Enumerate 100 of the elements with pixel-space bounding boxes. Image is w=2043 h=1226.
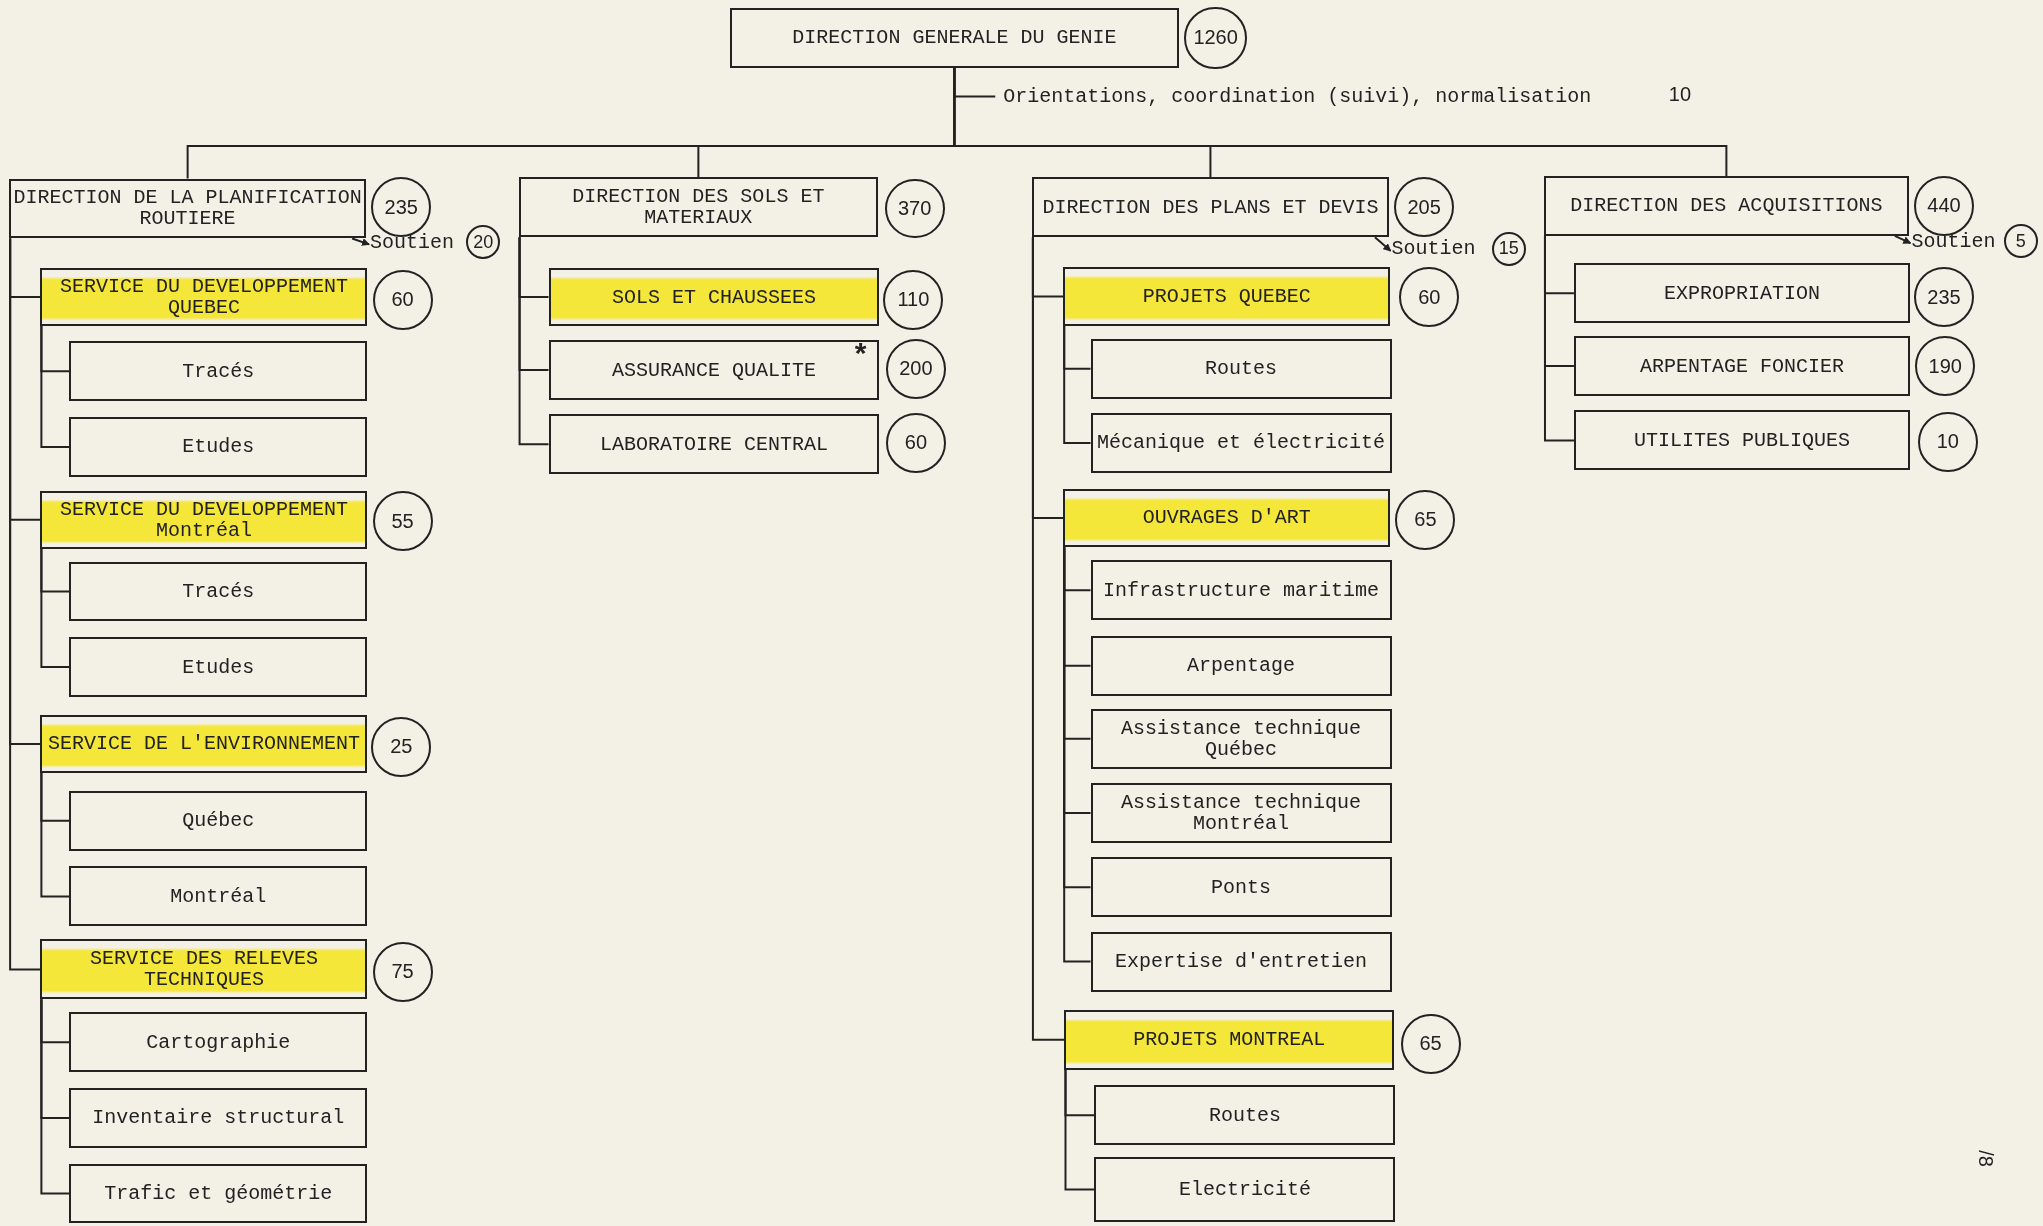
unit-name: PROJETS MONTREAL [1133,1029,1326,1051]
staff-count-circle: 10 [1917,411,1978,472]
unit-box [1090,783,1392,843]
staff-count-circle: 110 [883,269,944,330]
staff-count-circle: 65 [1400,1013,1461,1074]
arrow [1893,234,1912,245]
unit-name: EXPROPRIATION [1664,282,1821,304]
unit-box [69,790,368,851]
unit-name: Québec [182,810,255,832]
unit-box [1543,175,1909,236]
note-text: Soutien [1391,238,1476,260]
connector-line [9,237,42,971]
highlighted-unit-box [40,715,368,773]
unit-box [69,866,368,927]
unit-box [518,177,879,238]
unit-name: DIRECTION DES SOLS ET MATERIAUX [571,186,826,229]
unit-name: Routes [1208,1104,1281,1126]
connector-line [40,998,71,1195]
staff-count-circle: 235 [1914,267,1974,327]
unit-box [1573,263,1911,324]
unit-box [1090,635,1392,696]
staff-count-circle: 5 [2003,224,2038,258]
unit-name: Etudes [182,656,255,678]
highlighted-unit-box [548,268,880,326]
unit-box [69,1087,368,1148]
unit-box [1090,931,1392,992]
asterisk-mark: * [854,336,867,371]
unit-name: Routes [1205,358,1278,380]
connector-line [953,66,1728,177]
connector-line [518,236,550,446]
unit-name: Montréal [170,885,267,907]
staff-count-circle: 65 [1395,489,1456,550]
connector-line [1064,1068,1096,1191]
arrow [351,237,371,246]
unit-name: UTILITES PUBLIQUES [1634,429,1851,451]
staff-count-circle: 190 [1915,336,1976,397]
unit-box [1031,177,1389,238]
unit-name: SERVICE DU DEVELOPPEMENT QUEBEC [58,276,349,319]
unit-box [1573,410,1911,471]
unit-name: Electricité [1178,1179,1311,1201]
unit-name: Cartographie [146,1031,291,1053]
unit-name: Assistance technique Montréal [1120,792,1363,834]
connector-line [40,324,71,448]
unit-name: SERVICE DES RELEVES TECHNIQUES [88,948,319,991]
staff-count-circle: 55 [372,491,433,552]
highlighted-unit-box [40,268,368,326]
unit-name: ARPENTAGE FONCIER [1640,355,1845,377]
unit-box [69,1012,368,1073]
unit-name: Ponts [1211,876,1272,898]
connector-line [1544,234,1575,442]
unit-box [1090,560,1392,621]
unit-name: Trafic et géométrie [104,1182,333,1204]
unit-name: DIRECTION DES ACQUISITIONS [1570,195,1883,217]
unit-box [69,416,368,477]
unit-name: DIRECTION DES PLANS ET DEVIS [1042,196,1379,218]
unit-name: Arpentage [1187,655,1296,677]
staff-count-circle: 75 [372,942,433,1002]
highlighted-unit-box [40,491,368,549]
unit-name: Infrastructure maritime [1103,579,1380,601]
unit-name: Assistance technique Québec [1120,717,1363,760]
unit-name: DIRECTION GENERALE DU GENIE [792,27,1117,49]
unit-name: ASSURANCE QUALITE [611,359,816,381]
staff-count-circle: 15 [1491,231,1526,266]
highlighted-unit-box [1064,1009,1395,1070]
connector-line [1031,236,1066,1041]
unit-box [1573,336,1911,397]
highlighted-unit-box [1063,488,1391,548]
staff-count-circle: 370 [884,178,945,239]
unit-box [729,7,1180,68]
staff-count-circle: 200 [886,338,946,399]
unit-box [1094,1085,1396,1146]
unit-box [1090,338,1392,399]
arrow [1373,236,1392,252]
staff-count-circle: 60 [372,269,433,330]
unit-name: Inventaire structural [92,1107,345,1129]
unit-name: LABORATOIRE CENTRAL [599,433,828,455]
unit-box [69,561,368,622]
unit-box [1090,413,1392,473]
unit-name: OUVRAGES D'ART [1142,507,1311,529]
unit-box [69,341,368,402]
staff-count-circle: 60 [1399,267,1460,327]
staff-count-circle: 25 [371,716,432,777]
unit-name: Expertise d'entretien [1115,951,1368,973]
unit-name: Mécanique et électricité [1097,432,1386,454]
connector-line [1063,546,1092,963]
staff-count-circle: 205 [1394,177,1455,238]
staff-count-circle: 1260 [1184,6,1247,70]
unit-box [548,414,880,475]
connector-line [40,547,71,669]
unit-box [69,1163,368,1224]
unit-name: DIRECTION DE LA PLANIFICATION ROUTIERE [12,187,363,230]
highlighted-unit-box [40,939,368,1000]
highlighted-unit-box [1063,267,1391,326]
unit-name: PROJETS QUEBEC [1142,285,1311,307]
unit-box [548,340,880,400]
note-text: Orientations, coordination (suivi), normalisation [1003,85,1592,107]
unit-name: Tracés [182,581,255,602]
page-number: /8 [1973,1149,1997,1167]
unit-name: Etudes [182,436,255,458]
unit-box [1090,857,1392,918]
